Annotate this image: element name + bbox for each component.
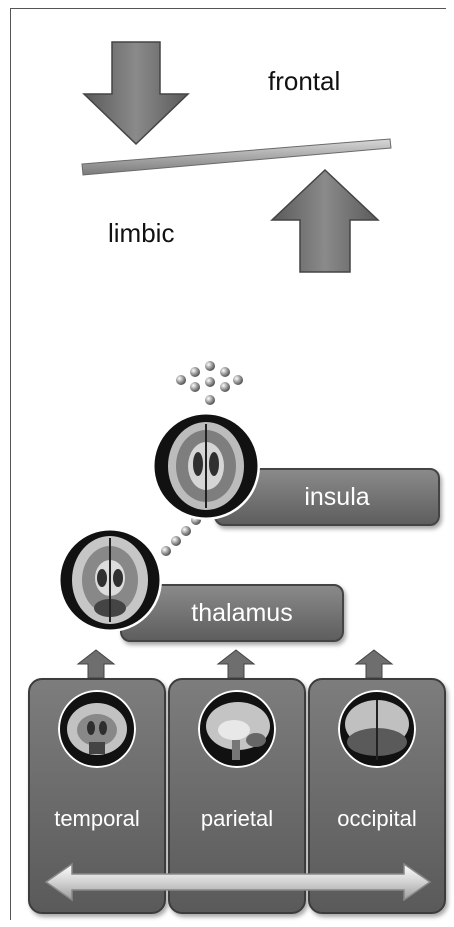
parietal-brain-scan-icon: [198, 690, 276, 768]
up-arrow-parietal-icon: [216, 649, 256, 679]
up-arrow-temporal-icon: [76, 649, 116, 679]
up-arrow-icon: [270, 168, 380, 273]
insula-label: insula: [304, 482, 370, 511]
down-arrow-icon: [82, 41, 190, 146]
thalamus-label: thalamus: [191, 598, 293, 627]
connector-dots: [161, 361, 243, 556]
thalamus-brain-scan-icon: [58, 528, 162, 632]
up-arrow-occipital-icon: [354, 649, 394, 679]
double-arrow-icon: [44, 862, 432, 902]
temporal-brain-scan-icon: [58, 690, 136, 768]
insula-tag: insula: [214, 468, 440, 526]
balance-beam: [81, 138, 392, 176]
region-up-arrows: [76, 649, 394, 679]
temporal-label: temporal: [54, 806, 140, 831]
figure-frame: [10, 8, 446, 920]
dot-chain-thalamus-insula: [161, 515, 201, 556]
parietal-label: parietal: [200, 806, 274, 831]
frontal-label: frontal: [268, 66, 341, 96]
dot-cluster-top: [176, 361, 243, 405]
insula-brain-scan-icon: [152, 412, 260, 520]
limbic-label: limbic: [108, 218, 175, 248]
occipital-label: occipital: [337, 806, 417, 831]
balance-diagram: [81, 41, 392, 273]
occipital-brain-scan-icon: [338, 690, 416, 768]
